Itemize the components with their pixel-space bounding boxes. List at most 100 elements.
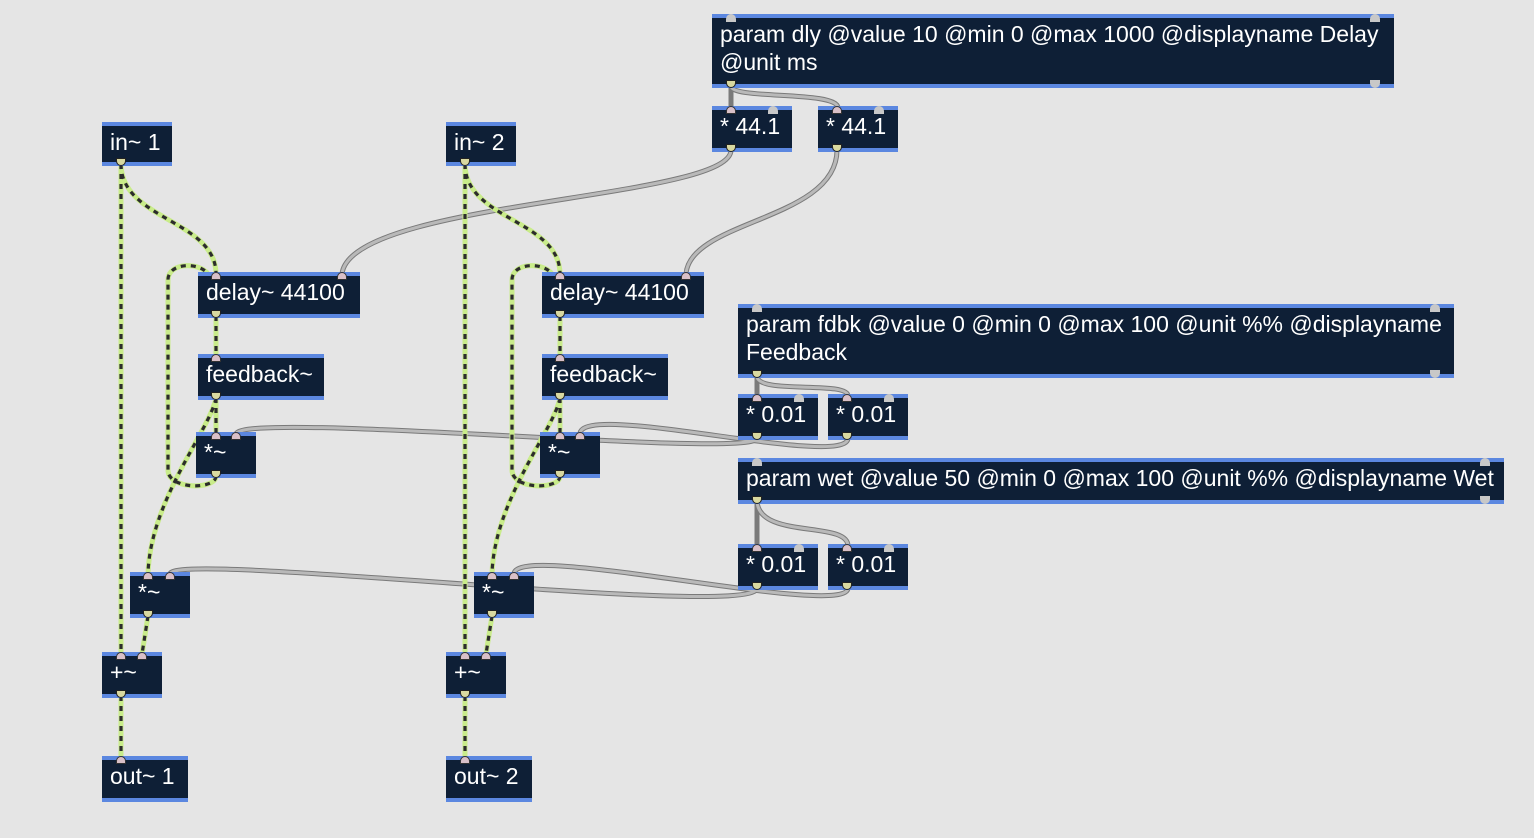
- mul-fdbk-b-object[interactable]: * 0.01: [828, 394, 908, 440]
- mul-fdbk-b-label: * 0.01: [836, 401, 897, 427]
- inlet[interactable]: [832, 106, 842, 114]
- sigmul-fb-1-object[interactable]: *~: [196, 432, 256, 478]
- inlet[interactable]: [460, 652, 470, 660]
- inlet[interactable]: [1430, 304, 1440, 312]
- outlet[interactable]: [842, 432, 852, 440]
- outlet[interactable]: [752, 432, 762, 440]
- inlet[interactable]: [137, 652, 147, 660]
- outlet[interactable]: [211, 392, 221, 400]
- outlet[interactable]: [752, 496, 762, 504]
- outlet[interactable]: [1430, 370, 1440, 378]
- inlet[interactable]: [726, 14, 736, 22]
- inlet[interactable]: [231, 432, 241, 440]
- inlet[interactable]: [116, 652, 126, 660]
- in-2-label: in~ 2: [454, 129, 505, 155]
- sigmul-wet-1-label: *~: [138, 579, 161, 605]
- out-2-object[interactable]: out~ 2: [446, 756, 532, 802]
- inlet[interactable]: [768, 106, 778, 114]
- inlet[interactable]: [211, 354, 221, 362]
- outlet[interactable]: [460, 158, 470, 166]
- sigmul-wet-2-object[interactable]: *~: [474, 572, 534, 618]
- inlet[interactable]: [143, 572, 153, 580]
- outlet[interactable]: [555, 470, 565, 478]
- in-2-object[interactable]: in~ 2: [446, 122, 516, 166]
- outlet[interactable]: [842, 582, 852, 590]
- inlet[interactable]: [1480, 458, 1490, 466]
- outlet[interactable]: [1370, 80, 1380, 88]
- outlet[interactable]: [752, 370, 762, 378]
- inlet[interactable]: [794, 394, 804, 402]
- outlet[interactable]: [211, 470, 221, 478]
- in-1-object[interactable]: in~ 1: [102, 122, 172, 166]
- outlet[interactable]: [116, 690, 126, 698]
- inlet[interactable]: [509, 572, 519, 580]
- outlet[interactable]: [555, 392, 565, 400]
- mul-fdbk-a-label: * 0.01: [746, 401, 807, 427]
- add-1-label: +~: [110, 659, 137, 685]
- inlet[interactable]: [752, 304, 762, 312]
- outlet[interactable]: [726, 80, 736, 88]
- inlet[interactable]: [726, 106, 736, 114]
- mul-wet-b-object[interactable]: * 0.01: [828, 544, 908, 590]
- inlet[interactable]: [337, 272, 347, 280]
- param-wet-object[interactable]: param wet @value 50 @min 0 @max 100 @uni…: [738, 458, 1504, 504]
- inlet[interactable]: [211, 272, 221, 280]
- delay-2-label: delay~ 44100: [550, 279, 689, 305]
- inlet[interactable]: [884, 394, 894, 402]
- mul-dly-a-label: * 44.1: [720, 113, 781, 139]
- inlet[interactable]: [1370, 14, 1380, 22]
- sigmul-wet-1-object[interactable]: *~: [130, 572, 190, 618]
- inlet[interactable]: [794, 544, 804, 552]
- inlet[interactable]: [487, 572, 497, 580]
- param-dly-object[interactable]: param dly @value 10 @min 0 @max 1000 @di…: [712, 14, 1394, 88]
- outlet[interactable]: [116, 158, 126, 166]
- inlet[interactable]: [884, 544, 894, 552]
- feedback-2-object[interactable]: feedback~: [542, 354, 668, 400]
- delay-2-object[interactable]: delay~ 44100: [542, 272, 704, 318]
- param-dly-label: param dly @value 10 @min 0 @max 1000 @di…: [720, 21, 1379, 75]
- delay-1-object[interactable]: delay~ 44100: [198, 272, 360, 318]
- out-1-object[interactable]: out~ 1: [102, 756, 188, 802]
- inlet[interactable]: [752, 544, 762, 552]
- mul-dly-b-object[interactable]: * 44.1: [818, 106, 898, 152]
- inlet[interactable]: [555, 272, 565, 280]
- inlet[interactable]: [165, 572, 175, 580]
- outlet[interactable]: [1480, 496, 1490, 504]
- inlet[interactable]: [211, 432, 221, 440]
- inlet[interactable]: [481, 652, 491, 660]
- param-fdbk-label: param fdbk @value 0 @min 0 @max 100 @uni…: [746, 311, 1442, 365]
- mul-wet-a-object[interactable]: * 0.01: [738, 544, 818, 590]
- param-wet-label: param wet @value 50 @min 0 @max 100 @uni…: [746, 465, 1494, 491]
- outlet[interactable]: [726, 144, 736, 152]
- inlet[interactable]: [460, 756, 470, 764]
- sigmul-fb-2-object[interactable]: *~: [540, 432, 600, 478]
- inlet[interactable]: [752, 394, 762, 402]
- inlet[interactable]: [752, 458, 762, 466]
- add-1-object[interactable]: +~: [102, 652, 162, 698]
- inlet[interactable]: [842, 544, 852, 552]
- inlet[interactable]: [555, 432, 565, 440]
- outlet[interactable]: [487, 610, 497, 618]
- inlet[interactable]: [874, 106, 884, 114]
- add-2-label: +~: [454, 659, 481, 685]
- outlet[interactable]: [555, 310, 565, 318]
- outlet[interactable]: [460, 690, 470, 698]
- out-2-label: out~ 2: [454, 763, 519, 789]
- mul-fdbk-a-object[interactable]: * 0.01: [738, 394, 818, 440]
- inlet[interactable]: [116, 756, 126, 764]
- inlet[interactable]: [555, 354, 565, 362]
- mul-wet-a-label: * 0.01: [746, 551, 807, 577]
- inlet[interactable]: [842, 394, 852, 402]
- feedback-1-object[interactable]: feedback~: [198, 354, 324, 400]
- mul-dly-a-object[interactable]: * 44.1: [712, 106, 792, 152]
- param-fdbk-object[interactable]: param fdbk @value 0 @min 0 @max 100 @uni…: [738, 304, 1454, 378]
- mul-dly-b-label: * 44.1: [826, 113, 887, 139]
- add-2-object[interactable]: +~: [446, 652, 506, 698]
- outlet[interactable]: [143, 610, 153, 618]
- inlet[interactable]: [681, 272, 691, 280]
- outlet[interactable]: [211, 310, 221, 318]
- outlet[interactable]: [832, 144, 842, 152]
- inlet[interactable]: [575, 432, 585, 440]
- outlet[interactable]: [752, 582, 762, 590]
